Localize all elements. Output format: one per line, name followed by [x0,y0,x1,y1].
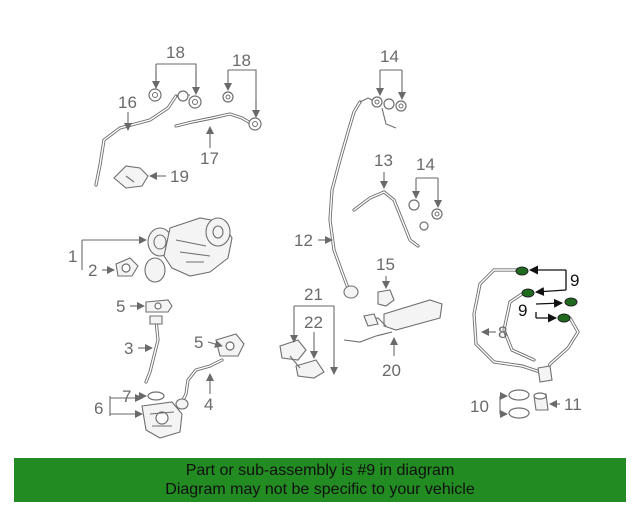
callout-4: 4 [204,395,213,414]
part-3-coolant-pipe [144,315,163,384]
callout-9-leaders [529,265,567,323]
callout-leaders [81,63,560,418]
part-18-seal-rings [148,88,262,131]
part-9-seal-rings [515,266,578,323]
callout-18-left: 18 [166,43,185,62]
callout-21: 21 [304,285,323,304]
callout-2: 2 [88,261,97,280]
callout-7: 7 [122,387,131,406]
banner-line-part: Part or sub-assembly is #9 in diagram [185,462,455,479]
callout-13: 13 [374,151,393,170]
part-14-seal-rings-upper [371,96,407,129]
callout-6: 6 [94,399,103,418]
part-14-seal-rings-lower [408,199,443,231]
part-17-oil-return-line [174,112,254,128]
info-banner: Part or sub-assembly is #9 in diagram Di… [14,458,626,502]
part-19-heat-shield [113,165,149,189]
callout-20: 20 [382,361,401,380]
callout-5-upper: 5 [116,297,125,316]
callout-18-right: 18 [232,51,251,70]
part-20-bracket-hose [343,299,443,343]
part-10-o-rings [508,389,530,419]
parts-diagram: 18 18 16 17 19 1 2 5 3 5 4 7 6 14 13 14 … [68,43,582,439]
part-15-plug [377,289,395,307]
callout-9-upper: 9 [570,271,579,290]
callout-11: 11 [564,395,582,414]
callout-labels: 18 18 16 17 19 1 2 5 3 5 4 7 6 14 13 14 … [68,43,582,418]
part-5-gasket-lower [215,333,245,357]
callout-3: 3 [124,339,133,358]
part-21-valve-assembly [279,339,325,379]
callout-9-labels: 9 9 [518,271,579,320]
part-6-coolant-pump [141,401,183,439]
part-7-o-ring [147,391,165,401]
part-8-coolant-hose [472,268,580,383]
callout-9-lower: 9 [518,301,527,320]
callout-15: 15 [376,255,395,274]
callout-10: 10 [470,397,489,416]
callout-17: 17 [200,149,219,168]
part-2-wastegate-actuator [115,257,139,277]
callout-12: 12 [294,231,313,250]
callout-16: 16 [118,93,137,112]
callout-14-lower: 14 [416,155,435,174]
part-12-oil-feed-pipe [328,97,377,299]
callout-19: 19 [170,167,189,186]
part-13-oil-return-pipe [352,190,420,248]
part-5-gasket-upper [145,299,173,313]
banner-line-disclaimer: Diagram may not be specific to your vehi… [165,481,475,498]
callout-5-lower: 5 [194,333,203,352]
callout-22: 22 [304,313,323,332]
part-4-coolant-pipe [175,358,224,410]
part-11-plug [533,392,549,411]
callout-14-upper: 14 [380,47,399,66]
callout-1: 1 [68,247,77,266]
callout-8: 8 [498,323,507,342]
part-1-turbocharger [144,217,233,283]
